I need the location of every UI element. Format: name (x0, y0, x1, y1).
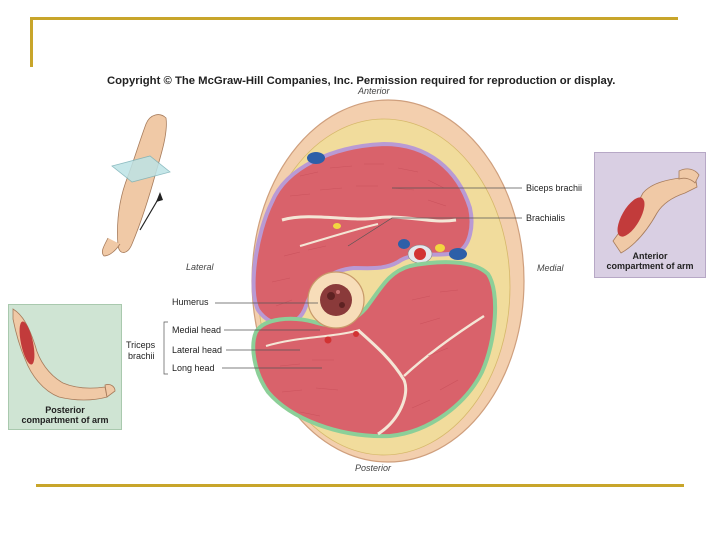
left-rule (30, 17, 33, 67)
anterior-label: Anterior (358, 86, 390, 96)
anterior-inset-caption-1: Anterior (632, 251, 668, 261)
triceps-label-line1: Triceps (126, 340, 156, 350)
brachialis-label: Brachialis (526, 213, 566, 223)
bottom-rule (36, 484, 684, 487)
medial-label: Medial (537, 263, 564, 273)
posterior-inset-caption-1: Posterior (45, 405, 85, 415)
posterior-arm-illustration (12, 308, 116, 401)
triceps-label-line2: brachii (128, 351, 155, 361)
anterior-compartment (251, 141, 474, 327)
lateral-head-label: Lateral head (172, 345, 223, 355)
anterior-inset-caption-2: compartment of arm (606, 261, 694, 271)
posterior-label: Posterior (355, 463, 392, 473)
posterior-inset-caption-2: compartment of arm (21, 415, 109, 425)
posterior-compartment-inset: Posterior compartment of arm (8, 304, 122, 430)
humerus-label: Humerus (172, 297, 209, 307)
copyright-notice: Copyright © The McGraw-Hill Companies, I… (107, 75, 616, 87)
top-rule (30, 17, 678, 20)
humerus-bone (307, 271, 365, 329)
anterior-arm-illustration (612, 168, 700, 254)
leader-lines (163, 187, 522, 375)
biceps-brachii-label: Biceps brachii (526, 183, 583, 193)
anterior-compartment-inset: Anterior compartment of arm (594, 152, 706, 278)
lateral-label: Lateral (186, 262, 214, 272)
medial-head-label: Medial head (172, 325, 222, 335)
section-plane-illustration (101, 114, 171, 257)
long-head-label: Long head (172, 363, 215, 373)
